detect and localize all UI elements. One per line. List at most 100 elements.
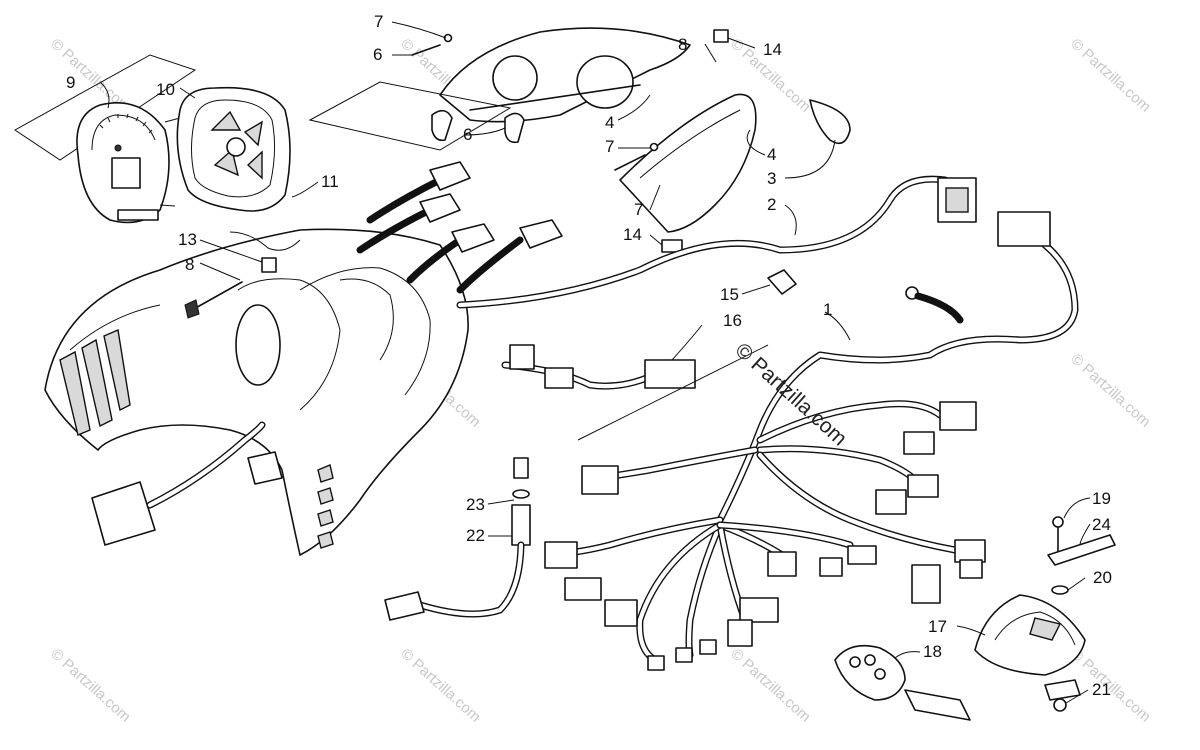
washer-20 xyxy=(1051,585,1069,595)
connector[interactable] xyxy=(875,489,907,515)
connector[interactable] xyxy=(959,559,983,579)
callout-19[interactable]: 19 xyxy=(1092,489,1111,508)
sensor-22 xyxy=(511,504,531,546)
leader-9 xyxy=(199,262,241,281)
screw-7b xyxy=(649,142,659,152)
callout-23[interactable]: 23 xyxy=(466,495,485,514)
callout-6[interactable]: 7 xyxy=(634,200,643,219)
callout-2[interactable]: 2 xyxy=(767,195,776,214)
gauge-connector xyxy=(117,209,159,221)
connector[interactable] xyxy=(911,564,941,604)
fairing-edge xyxy=(229,231,301,251)
callout-17[interactable]: 17 xyxy=(928,617,947,636)
connector[interactable] xyxy=(727,619,753,647)
leader-19 xyxy=(1063,497,1091,519)
key-button xyxy=(864,654,876,666)
connector[interactable] xyxy=(429,161,471,191)
connector[interactable] xyxy=(954,539,986,563)
callout-16[interactable]: 16 xyxy=(723,311,742,330)
connector-large[interactable] xyxy=(91,481,156,546)
callout-20[interactable]: 20 xyxy=(1093,568,1112,587)
bulb-right xyxy=(576,55,634,109)
dash-fairing[interactable] xyxy=(44,228,469,556)
callout-24[interactable]: 24 xyxy=(1092,515,1111,534)
callout-13[interactable]: 13 xyxy=(178,230,197,249)
leader-21 xyxy=(1065,689,1089,704)
leader-5 xyxy=(463,127,506,136)
bracket-line xyxy=(577,344,769,441)
callout-10[interactable]: 9 xyxy=(66,73,75,92)
callout-5[interactable]: 6 xyxy=(463,125,472,144)
watermark-text: © Partzilla.com xyxy=(727,645,813,725)
key-button xyxy=(849,656,861,668)
callout-14[interactable]: 14 xyxy=(623,225,642,244)
callout-9[interactable]: 8 xyxy=(185,255,194,274)
callout-11[interactable]: 10 xyxy=(156,80,175,99)
callout-4[interactable]: 4 xyxy=(767,145,776,164)
fairing-vents xyxy=(59,329,131,436)
connector[interactable] xyxy=(903,431,935,455)
connector[interactable] xyxy=(581,465,619,495)
connector[interactable] xyxy=(847,545,877,565)
spring-6a xyxy=(411,44,441,56)
connector[interactable] xyxy=(544,541,578,569)
key-fob xyxy=(834,644,906,701)
sensor-switch[interactable] xyxy=(384,457,531,621)
housing-edge xyxy=(639,109,741,179)
callout-15[interactable]: 15 xyxy=(720,285,739,304)
callout-22[interactable]: 22 xyxy=(466,526,485,545)
clip-15[interactable] xyxy=(767,269,797,295)
callout-7[interactable]: 7 xyxy=(605,137,614,156)
callout-21[interactable]: 21 xyxy=(1092,680,1111,699)
connector[interactable] xyxy=(509,344,535,370)
headlight-assembly[interactable] xyxy=(411,27,851,253)
speedometer-gauge[interactable] xyxy=(14,54,197,224)
connector[interactable] xyxy=(819,557,843,577)
connector-plug[interactable] xyxy=(997,211,1051,247)
spade-terminal[interactable] xyxy=(675,647,693,663)
leader-lines xyxy=(99,21,1091,704)
harness-branch-inner xyxy=(572,517,723,555)
spade-terminal[interactable] xyxy=(699,639,717,655)
callout-12[interactable]: 11 xyxy=(321,172,339,191)
connector[interactable] xyxy=(564,577,602,601)
callout-18[interactable]: 18 xyxy=(923,642,942,661)
connector[interactable] xyxy=(767,551,797,577)
ignition-key[interactable] xyxy=(834,644,971,721)
lamp-lead xyxy=(366,176,444,224)
pad-16[interactable] xyxy=(644,359,696,389)
callout-8[interactable]: 8 xyxy=(678,35,687,54)
connector[interactable] xyxy=(604,599,638,627)
callout-1[interactable]: 1 xyxy=(823,300,832,319)
callout-3[interactable]: 3 xyxy=(767,169,776,188)
gauge-cover[interactable] xyxy=(176,86,291,212)
fairing-contour xyxy=(237,278,341,411)
connector[interactable] xyxy=(907,474,939,498)
leader-16 xyxy=(671,324,703,361)
control-module[interactable] xyxy=(974,516,1116,712)
connector[interactable] xyxy=(247,451,283,485)
connector[interactable] xyxy=(544,367,574,389)
spade-terminal[interactable] xyxy=(647,655,665,671)
connector[interactable] xyxy=(939,401,977,431)
callout-4[interactable]: 4 xyxy=(605,113,614,132)
sensor-lead-inner xyxy=(417,542,524,617)
cover-hub xyxy=(226,137,246,157)
connector[interactable] xyxy=(419,193,461,223)
harness-trunk-inner xyxy=(717,242,1078,523)
module-label xyxy=(1029,617,1062,641)
callout-7[interactable]: 7 xyxy=(374,12,383,31)
module-tab xyxy=(1044,679,1081,701)
connector[interactable] xyxy=(451,223,495,253)
leader-8 xyxy=(704,43,717,63)
cover-inner xyxy=(191,99,276,198)
callout-14[interactable]: 14 xyxy=(763,40,782,59)
screw-9-head xyxy=(184,299,200,319)
cover-vents xyxy=(210,110,263,180)
callout-labels: 7 6 6 8 14 4 7 4 3 2 7 14 9 10 11 13 8 1… xyxy=(66,12,1112,699)
lamp-lead xyxy=(356,206,434,254)
gauge-lcd xyxy=(111,157,141,189)
connector[interactable] xyxy=(739,597,779,623)
connector[interactable] xyxy=(519,219,563,249)
callout-6[interactable]: 6 xyxy=(373,45,382,64)
